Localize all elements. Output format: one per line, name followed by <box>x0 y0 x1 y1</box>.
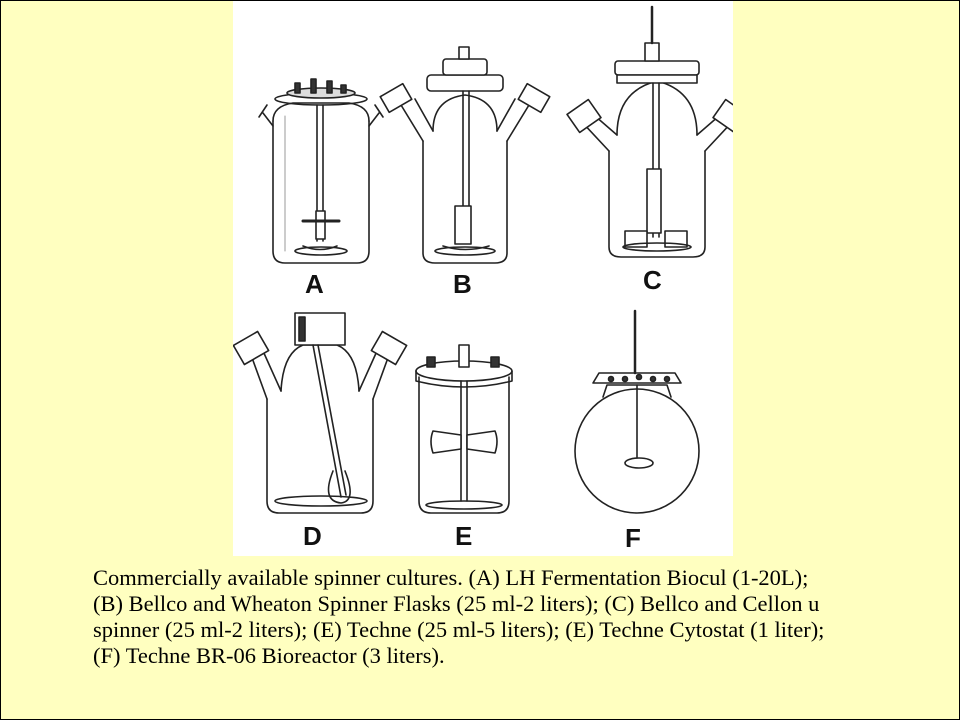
label-flask-d: D <box>303 521 322 551</box>
label-flask-e: E <box>455 521 473 551</box>
flask-b-drawing <box>379 46 551 264</box>
label-flask-b: B <box>453 269 472 299</box>
label-flask-c: C <box>643 265 662 295</box>
label-flask-f: F <box>625 523 641 553</box>
flask-e-drawing <box>415 344 513 514</box>
flask-a-drawing <box>258 78 384 264</box>
flask-drawings <box>233 5 733 514</box>
caption-line: spinner (25 ml-2 liters); (E) Techne (25… <box>93 617 825 642</box>
flask-d-drawing <box>233 312 408 514</box>
caption-line: (F) Techne BR-06 Bioreactor (3 liters). <box>93 643 445 668</box>
label-flask-a: A <box>305 269 324 299</box>
figure-caption: Commercially available spinner cultures.… <box>93 565 933 669</box>
spinner-flask-figure: A B C D E F <box>233 1 733 556</box>
caption-line: (B) Bellco and Wheaton Spinner Flasks (2… <box>93 591 820 616</box>
flask-f-drawing <box>574 309 700 514</box>
flask-c-drawing <box>566 5 733 258</box>
caption-line: Commercially available spinner cultures.… <box>93 565 809 590</box>
